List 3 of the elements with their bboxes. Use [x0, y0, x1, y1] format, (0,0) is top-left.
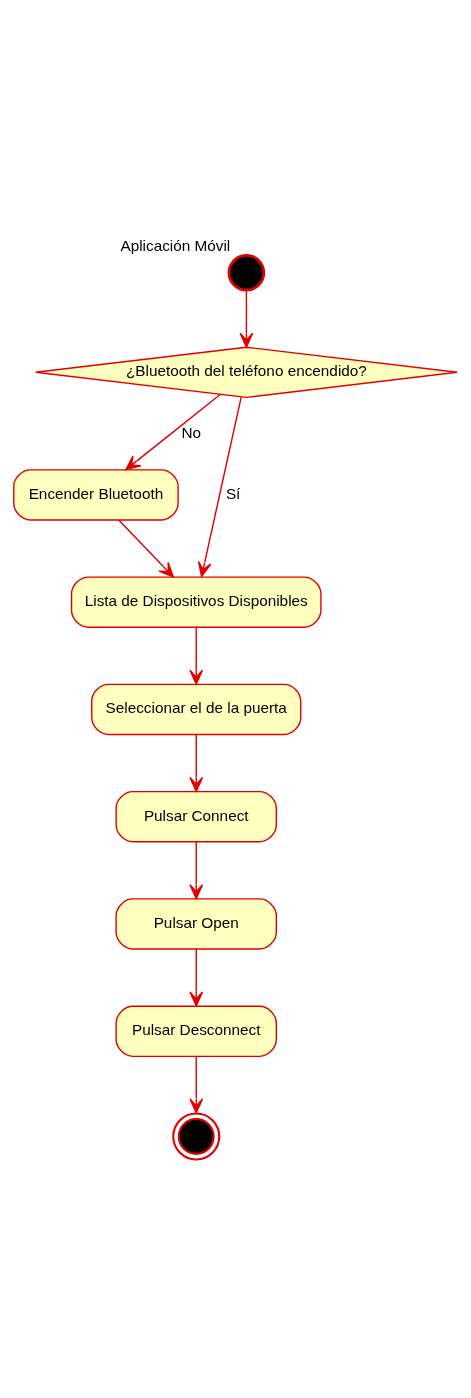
edge-label: Sí — [225, 484, 241, 502]
edge-label: No — [181, 423, 202, 441]
node-label: Aplicación Móvil — [120, 236, 231, 254]
